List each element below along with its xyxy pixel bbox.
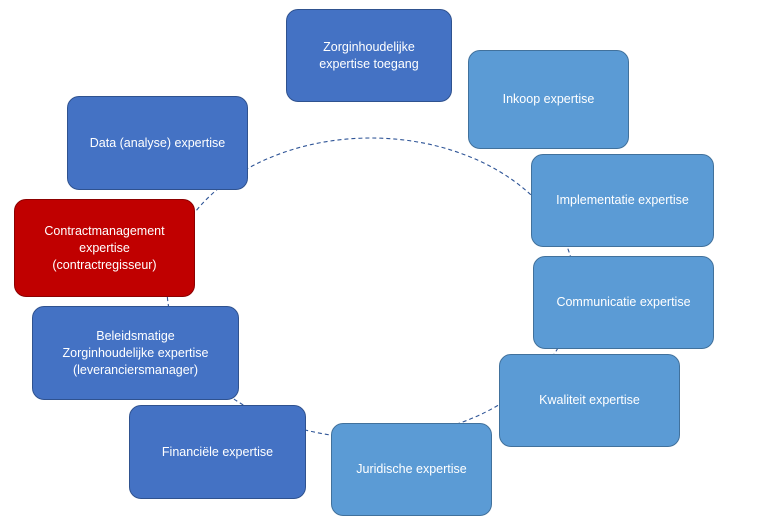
node-zorginhoudelijke-toegang: Zorginhoudelijke expertise toegang (286, 9, 452, 102)
node-financiele: Financiële expertise (129, 405, 306, 499)
node-inkoop: Inkoop expertise (468, 50, 629, 149)
node-data-analyse: Data (analyse) expertise (67, 96, 248, 190)
node-kwaliteit: Kwaliteit expertise (499, 354, 680, 447)
node-juridische: Juridische expertise (331, 423, 492, 516)
node-communicatie: Communicatie expertise (533, 256, 714, 349)
node-contractmanagement: Contractmanagement expertise (contractre… (14, 199, 195, 297)
node-implementatie: Implementatie expertise (531, 154, 714, 247)
node-beleidsmatige: Beleidsmatige Zorginhoudelijke expertise… (32, 306, 239, 400)
